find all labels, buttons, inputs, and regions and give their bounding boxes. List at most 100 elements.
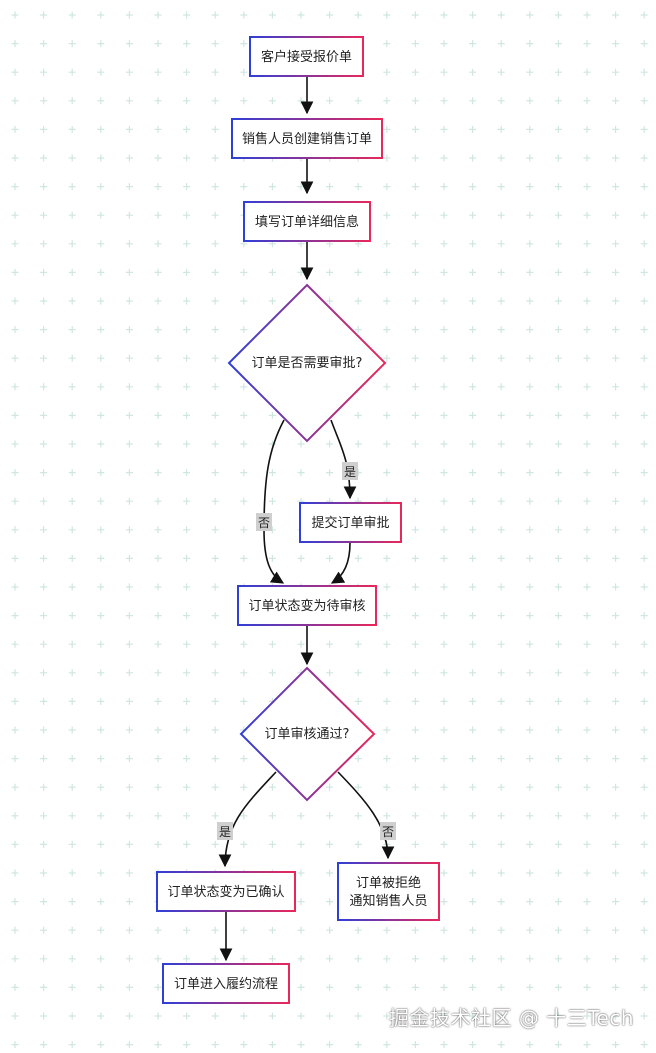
grid-cross <box>554 697 562 705</box>
grid-cross <box>526 497 534 505</box>
grid-cross <box>68 697 76 705</box>
grid-cross <box>440 1012 448 1020</box>
grid-cross <box>411 783 419 791</box>
node-rejected: 订单被拒绝 通知销售人员 <box>337 862 440 921</box>
grid-cross <box>11 554 19 562</box>
grid-cross <box>440 268 448 276</box>
grid-cross <box>125 812 133 820</box>
grid-cross <box>497 755 505 763</box>
grid-cross <box>97 669 105 677</box>
svg-text:订单状态变为待审核: 订单状态变为待审核 <box>248 598 365 614</box>
grid-cross <box>612 411 620 419</box>
grid-cross <box>268 11 276 19</box>
grid-cross <box>383 955 391 963</box>
grid-cross <box>11 1012 19 1020</box>
grid-cross <box>68 1041 76 1049</box>
svg-text:通知销售人员: 通知销售人员 <box>349 893 427 909</box>
grid-cross <box>154 1012 162 1020</box>
grid-cross <box>526 983 534 991</box>
grid-cross <box>183 240 191 248</box>
grid-cross <box>68 97 76 105</box>
grid-cross <box>440 297 448 305</box>
grid-cross <box>583 40 591 48</box>
grid-cross <box>211 354 219 362</box>
grid-cross <box>297 469 305 477</box>
grid-cross <box>11 955 19 963</box>
grid-cross <box>40 869 48 877</box>
grid-cross <box>240 183 248 191</box>
svg-text:订单审核通过?: 订单审核通过? <box>265 727 350 742</box>
grid-cross <box>40 469 48 477</box>
grid-cross <box>469 697 477 705</box>
grid-cross <box>154 97 162 105</box>
grid-cross <box>469 755 477 763</box>
grid-cross <box>411 1012 419 1020</box>
grid-cross <box>612 526 620 534</box>
grid-cross <box>612 268 620 276</box>
grid-cross <box>11 211 19 219</box>
grid-cross <box>583 469 591 477</box>
grid-cross <box>612 983 620 991</box>
grid-cross <box>411 68 419 76</box>
grid-cross <box>68 440 76 448</box>
grid-cross <box>612 669 620 677</box>
grid-cross <box>326 983 334 991</box>
grid-cross <box>383 40 391 48</box>
grid-cross <box>125 840 133 848</box>
grid-cross <box>383 812 391 820</box>
node-accept-quote: 客户接受报价单 <box>249 36 364 77</box>
grid-cross <box>440 125 448 133</box>
grid-cross <box>354 268 362 276</box>
grid-cross <box>554 783 562 791</box>
grid-cross <box>554 297 562 305</box>
grid-cross <box>526 68 534 76</box>
grid-cross <box>240 640 248 648</box>
grid-cross <box>440 926 448 934</box>
grid-cross <box>125 11 133 19</box>
grid-cross <box>11 612 19 620</box>
grid-cross <box>440 40 448 48</box>
node-create-order: 销售人员创建销售订单 <box>231 118 383 159</box>
grid-cross <box>268 268 276 276</box>
grid-cross <box>154 697 162 705</box>
grid-cross <box>40 497 48 505</box>
grid-cross <box>297 440 305 448</box>
grid-cross <box>125 497 133 505</box>
grid-cross <box>440 840 448 848</box>
grid-cross <box>154 1041 162 1049</box>
grid-cross <box>583 726 591 734</box>
grid-cross <box>411 469 419 477</box>
grid-cross <box>411 812 419 820</box>
grid-cross <box>554 411 562 419</box>
grid-cross <box>40 125 48 133</box>
grid-cross <box>640 983 648 991</box>
grid-cross <box>154 554 162 562</box>
grid-cross <box>411 612 419 620</box>
grid-cross <box>554 554 562 562</box>
grid-cross <box>383 469 391 477</box>
grid-cross <box>68 840 76 848</box>
grid-cross <box>411 40 419 48</box>
grid-cross <box>97 1041 105 1049</box>
grid-cross <box>640 1012 648 1020</box>
grid-cross <box>40 268 48 276</box>
grid-cross <box>97 383 105 391</box>
grid-cross <box>383 97 391 105</box>
grid-cross <box>326 297 334 305</box>
grid-cross <box>11 354 19 362</box>
grid-cross <box>154 612 162 620</box>
grid-cross <box>612 68 620 76</box>
grid-cross <box>526 526 534 534</box>
grid-cross <box>40 68 48 76</box>
grid-cross <box>497 583 505 591</box>
grid-cross <box>68 383 76 391</box>
grid-cross <box>97 783 105 791</box>
grid-cross <box>440 97 448 105</box>
grid-cross <box>211 411 219 419</box>
grid-cross <box>97 983 105 991</box>
grid-cross <box>469 411 477 419</box>
grid-cross <box>383 669 391 677</box>
grid-cross <box>640 669 648 677</box>
grid-cross <box>183 354 191 362</box>
grid-cross <box>526 869 534 877</box>
